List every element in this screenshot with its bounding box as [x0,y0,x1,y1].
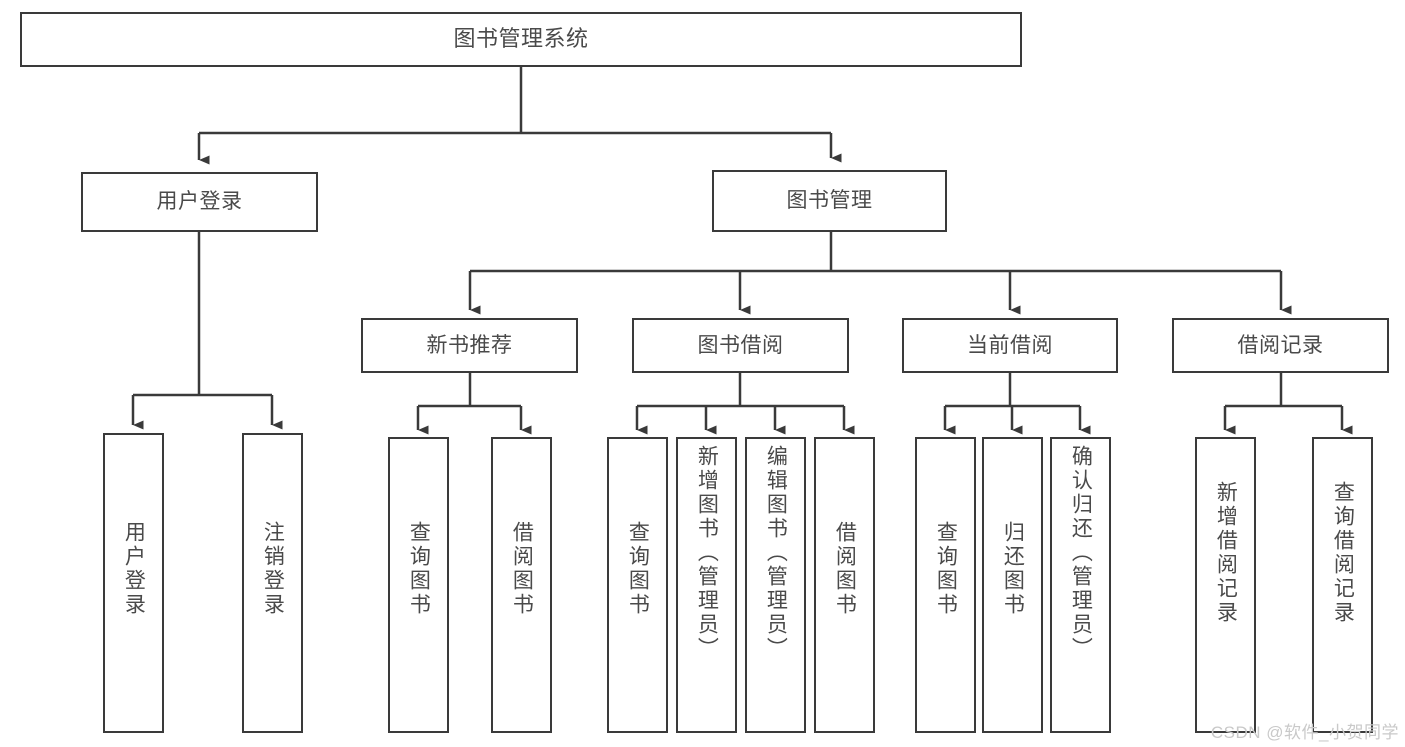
leaf-query-borrow-record[interactable]: 查询借阅记录 [1312,437,1373,733]
leaf-label: 注销登录 [261,521,285,617]
leaf-label: 编辑图书（管理员） [764,445,788,661]
node-label: 图书管理 [786,189,873,213]
node-book-borrow[interactable]: 图书借阅 [632,318,849,373]
leaf-label: 查询图书 [407,521,431,617]
node-book-management[interactable]: 图书管理 [712,170,947,232]
node-label: 用户登录 [156,190,243,214]
leaf-label: 归还图书 [1001,521,1025,617]
node-label: 图书借阅 [697,333,784,357]
leaf-add-book-admin[interactable]: 新增图书（管理员） [676,437,737,733]
node-borrow-record[interactable]: 借阅记录 [1172,318,1389,373]
leaf-confirm-return-admin[interactable]: 确认归还（管理员） [1050,437,1111,733]
leaf-user-login[interactable]: 用户登录 [103,433,164,733]
leaf-label: 借阅图书 [510,521,534,617]
node-current-borrow[interactable]: 当前借阅 [902,318,1118,373]
leaf-query-book-current[interactable]: 查询图书 [915,437,976,733]
leaf-borrow-book-recommend[interactable]: 借阅图书 [491,437,552,733]
watermark-text: CSDN @软件_小贺同学 [1210,723,1399,742]
leaf-query-book[interactable]: 查询图书 [607,437,668,733]
leaf-logout[interactable]: 注销登录 [242,433,303,733]
leaf-edit-book-admin[interactable]: 编辑图书（管理员） [745,437,806,733]
leaf-label: 确认归还（管理员） [1069,445,1093,661]
node-label: 图书管理系统 [453,26,589,52]
leaf-label: 借阅图书 [833,521,857,617]
leaf-return-book[interactable]: 归还图书 [982,437,1043,733]
leaf-label: 新增图书（管理员） [695,445,719,661]
leaf-label: 用户登录 [122,521,146,617]
leaf-label: 查询借阅记录 [1331,481,1355,625]
node-label: 借阅记录 [1237,333,1324,357]
leaf-add-borrow-record[interactable]: 新增借阅记录 [1195,437,1256,733]
node-new-book-recommend[interactable]: 新书推荐 [361,318,578,373]
leaf-query-book-recommend[interactable]: 查询图书 [388,437,449,733]
leaf-label: 查询图书 [934,521,958,617]
node-label: 新书推荐 [426,333,513,357]
node-root-system[interactable]: 图书管理系统 [20,12,1022,67]
node-label: 当前借阅 [967,333,1053,357]
leaf-label: 新增借阅记录 [1214,481,1238,625]
leaf-borrow-book[interactable]: 借阅图书 [814,437,875,733]
node-user-login[interactable]: 用户登录 [81,172,318,232]
leaf-label: 查询图书 [626,521,650,617]
